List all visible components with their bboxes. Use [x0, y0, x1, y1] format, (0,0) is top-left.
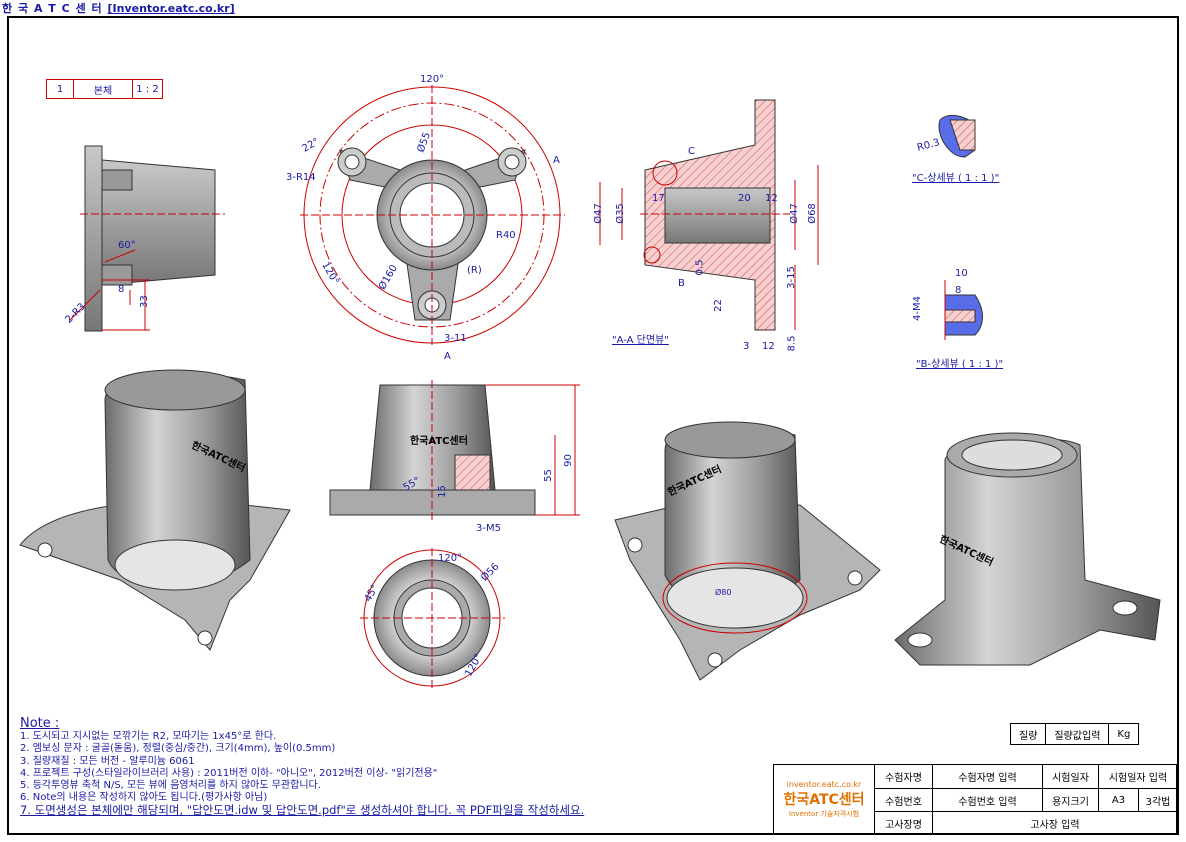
dim-label: B [678, 278, 685, 289]
projection-method: 3각법 [1138, 788, 1177, 811]
dim-label: Ø68 [806, 203, 818, 224]
site-link[interactable]: [Inventor.eatc.co.kr] [107, 2, 235, 15]
dim-label: Ø47 [788, 203, 800, 224]
dim-label: 3 [743, 341, 750, 352]
dim-label: 4-M4 [911, 296, 923, 321]
atc-logo: inventor.eatc.co.kr 한국ATC센터 Inventor 기술자… [774, 765, 874, 834]
dim-label: 120° [420, 74, 445, 85]
logo-sub: Inventor 기술자격시험 [788, 810, 860, 818]
dim-label: 15 [436, 485, 448, 498]
dim-label: 3-15 [785, 266, 797, 289]
dim-label: Ø47 [592, 203, 604, 224]
dim-label: 12 [762, 341, 775, 352]
name-value[interactable]: 수험자명 입력 [932, 764, 1042, 788]
dim-label: 8 [955, 285, 962, 296]
note-item-important: 7. 도면생성은 본체에만 해당되며, "답안도면.idw 및 답안도면.pdf… [20, 803, 585, 818]
mass-value[interactable]: 질량값입력 [1046, 724, 1110, 744]
note-item: 6. Note의 내용은 작성하지 않아도 됩니다.(평가사항 아님) [20, 792, 268, 804]
dim-label: 33 [138, 295, 150, 308]
title-char: A [33, 2, 43, 15]
notes-block: Note : 1. 도시되고 지시없는 모깎기는 R2, 모따기는 1x45°로… [20, 716, 740, 818]
date-value[interactable]: 시험일자 입력 [1098, 764, 1177, 788]
note-item: 4. 프로젝트 구성(스타일라이브러리 사용) : 2011버전 이하- "아니… [20, 767, 438, 779]
dim-label: 60° [118, 240, 136, 251]
dim-label: 17 [652, 193, 665, 204]
dim-label: 55 [542, 469, 554, 482]
name-label: 수험자명 [874, 764, 932, 788]
dim-label: 8 [118, 284, 125, 295]
no-label: 수험번호 [874, 788, 932, 811]
detail-b-view [944, 280, 983, 340]
note-item: 3. 질량재질 : 모든 버전 - 알루미늄 6061 [20, 755, 195, 767]
title-block: inventor.eatc.co.kr 한국ATC센터 Inventor 기술자… [773, 764, 1177, 834]
section-view [599, 99, 819, 331]
dim-label: 120° [438, 553, 463, 564]
front-view [329, 380, 580, 520]
dim-label: 10 [955, 268, 968, 279]
dim-label: A [553, 155, 560, 166]
dim-label: 90 [562, 454, 574, 467]
dim-label: 8.5 [786, 335, 798, 352]
dim-label: A [444, 351, 451, 362]
side-view [69, 145, 225, 332]
site-label: 고사장명 [874, 811, 932, 834]
dim-label: 22 [712, 299, 724, 312]
detail-c-view [938, 114, 976, 158]
logo-name: 한국ATC센터 [783, 792, 865, 808]
dim-label: 3-11 [444, 333, 467, 344]
iso-view-1 [19, 369, 291, 651]
mass-box: 질량 질량값입력 Kg [1010, 723, 1140, 745]
dim-label: Ø80 [715, 588, 732, 597]
dim-label: Ø35 [614, 203, 626, 224]
notes-title: Note : [20, 716, 60, 731]
date-label: 시험일자 [1042, 764, 1098, 788]
mass-label: 질량 [1011, 724, 1047, 744]
title-char: C [61, 2, 70, 15]
title-char: 센 [75, 2, 86, 15]
top-view [300, 85, 565, 345]
bottom-view [360, 548, 505, 690]
paper-value: A3 [1098, 788, 1138, 811]
dim-label: R40 [496, 230, 516, 241]
part-number: 1 [47, 80, 74, 98]
paper-label: 용지크기 [1042, 788, 1098, 811]
drawing-frame [7, 16, 1179, 835]
detail-b-title: "B-상세뷰 ( 1 : 1 )" [916, 359, 1004, 370]
title-char: T [48, 2, 56, 15]
dim-label: 3-M5 [476, 523, 501, 534]
dim-label: (R) [467, 265, 482, 276]
app-title: 한 국 A T C 센 터 [Inventor.eatc.co.kr] [2, 0, 237, 15]
mass-unit: Kg [1117, 728, 1131, 740]
part-scale: 1 : 2 [136, 83, 159, 95]
dim-label: 20 [738, 193, 751, 204]
detail-c-title: "C-상세뷰 ( 1 : 1 )" [912, 173, 1000, 184]
emboss-text: 한국ATC센터 [410, 436, 468, 447]
section-aa-title: "A-A 단면뷰" [612, 335, 669, 346]
iso-view-2 [614, 421, 881, 681]
title-char: 한 [2, 2, 13, 15]
title-char: 터 [91, 2, 102, 15]
iso-view-3 [894, 432, 1161, 666]
dim-label: 12 [765, 193, 778, 204]
part-table: 1 본체 1 : 2 [46, 79, 163, 99]
no-value[interactable]: 수험번호 입력 [932, 788, 1042, 811]
note-item: 2. 엠보싱 문자 : 굴골(돋움), 정렬(중심/중간), 크기(4mm), … [20, 743, 336, 755]
part-name: 본체 [74, 80, 133, 98]
title-char: 국 [17, 2, 29, 15]
note-item: 1. 도시되고 지시없는 모깎기는 R2, 모따기는 1x45°로 한다. [20, 731, 277, 743]
dim-label: 3-R14 [286, 172, 316, 183]
logo-url: inventor.eatc.co.kr [786, 780, 862, 789]
note-item: 5. 등각투영뷰 축척 N/S, 모든 뷰에 음영처리를 하지 않아도 무관합니… [20, 780, 321, 792]
site-value[interactable]: 고사장 입력 [932, 811, 1177, 834]
dim-label: C [688, 146, 695, 157]
dim-label: 0.5 [694, 259, 706, 276]
